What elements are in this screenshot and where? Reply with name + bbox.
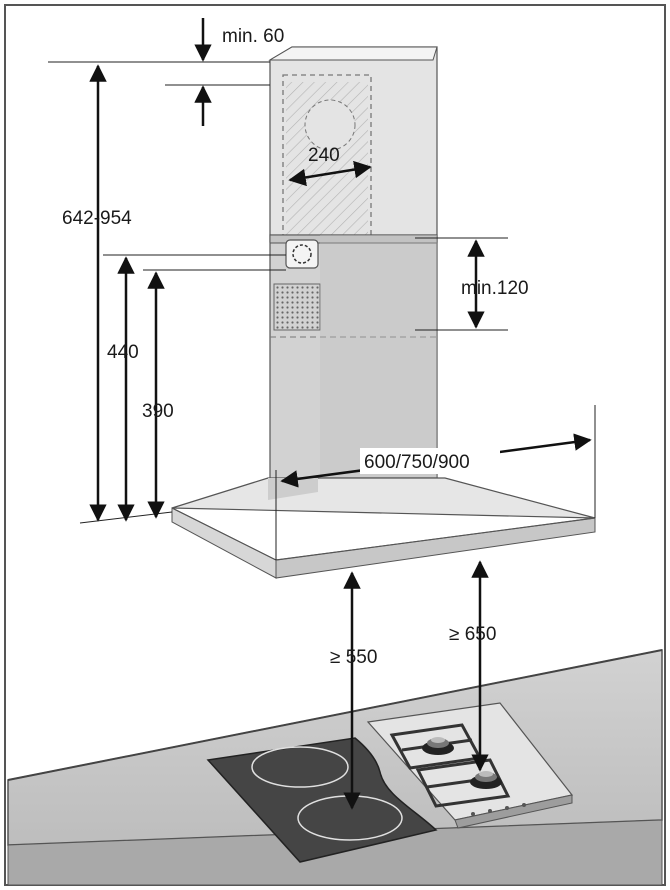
height-390-label: 390 [142,401,174,422]
canopy-top [171,477,596,519]
height-440-label: 440 [107,342,139,363]
clearance-electric-label: ≥ 550 [330,647,377,668]
ceramic-hob [206,737,438,863]
gas-hob-knobs [471,803,526,816]
gas-burner-front [470,771,502,789]
duct-opening [304,99,356,151]
wall-bracket [285,239,319,269]
upper-gap-label: min.120 [461,278,529,299]
cooker-hood [171,46,596,579]
gas-hob [366,702,574,829]
chimney-width-arrow [288,160,372,187]
chimney-width-label: 240 [308,145,340,166]
canopy-left [171,507,277,579]
total-height-label: 642-954 [62,208,132,229]
hood-width-label: 600/750/900 [364,452,470,473]
gas-burner-rear [422,737,454,755]
canopy-front [275,517,596,579]
vent-grille [273,283,321,331]
clearance-gas-label: ≥ 650 [449,624,496,645]
ceiling-gap-label: min. 60 [222,26,284,47]
